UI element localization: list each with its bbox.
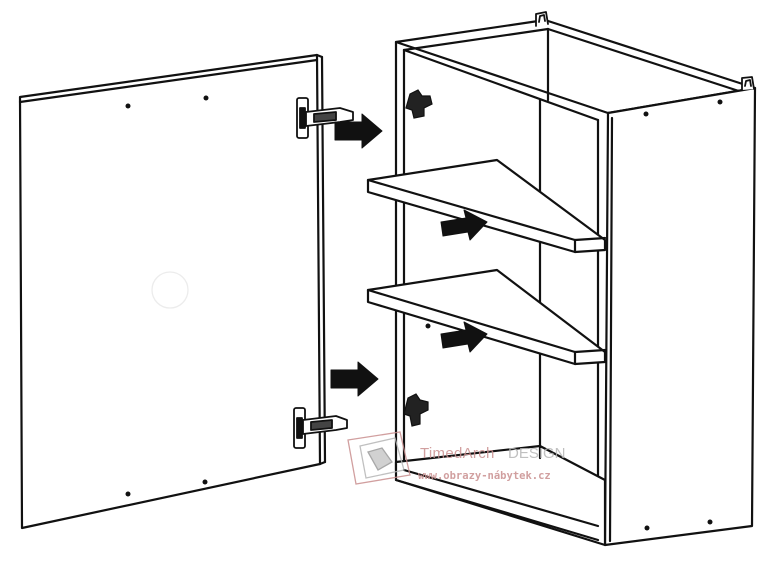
watermark: TimedArch DESIGN www.obrazy-nábytek.cz [347, 431, 566, 485]
watermark-logo-icon [347, 431, 411, 485]
cabinet-hinge-icon [293, 97, 354, 449]
watermark-brand-part1: TimedArch [420, 445, 495, 462]
watermark-url: www.obrazy-nábytek.cz [418, 470, 551, 482]
watermark-brand-part2: DESIGN [508, 445, 566, 462]
shelf-upper [366, 158, 607, 254]
right-arrow-icon [330, 113, 488, 397]
cabinet-carcass [394, 18, 757, 547]
door-screw-holes [125, 95, 209, 497]
cabinet-screw-holes [425, 99, 723, 531]
wall-hanger-icon [535, 11, 755, 91]
mounting-plate-icon [403, 89, 433, 427]
shelf-lower [366, 268, 607, 366]
door-panel [18, 53, 327, 530]
